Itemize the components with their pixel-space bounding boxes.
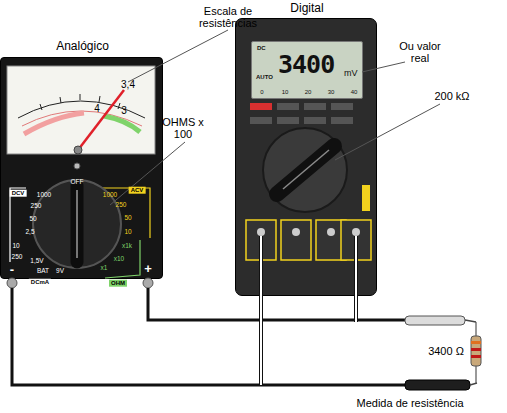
scale-tick	[60, 97, 61, 103]
button	[331, 117, 353, 124]
knob-pointer	[76, 190, 78, 258]
resistor-lead	[475, 322, 476, 383]
button	[304, 117, 326, 124]
test-lead-wire	[354, 236, 358, 322]
range-dial	[263, 128, 347, 212]
button	[250, 117, 272, 124]
test-lead-wire	[260, 236, 262, 385]
resistor-symbol	[471, 336, 481, 366]
lcd-display: DC 3400 mV AUTO	[251, 41, 363, 99]
meter-title: Digital	[236, 2, 378, 15]
callout-text: OHMS x 100	[161, 116, 205, 140]
scale-tick	[118, 103, 120, 109]
meter-face	[7, 66, 155, 154]
dial-knob	[277, 146, 334, 194]
jack-hole	[292, 228, 300, 236]
scale-tick	[99, 96, 100, 102]
button	[331, 103, 353, 110]
unit-indicator: mV	[344, 69, 358, 79]
leader-line	[110, 142, 185, 205]
mode-indicator: AUTO	[256, 74, 273, 81]
leader-line	[128, 30, 228, 82]
resistor-band	[471, 355, 481, 358]
probe-tip	[465, 320, 476, 322]
knob-pointer	[283, 150, 329, 189]
input-jack	[281, 220, 311, 260]
test-probe	[405, 380, 470, 390]
button	[250, 103, 272, 110]
scale-arc	[18, 101, 145, 118]
input-jack	[341, 220, 371, 260]
zero-adjust	[74, 163, 80, 169]
red-band	[24, 113, 84, 134]
terminal-jack	[143, 278, 153, 288]
button	[304, 103, 326, 110]
acv-bracket	[100, 188, 150, 238]
scale-tick	[80, 94, 81, 100]
digital-meter-body: DigitalDC3400mVAUTO	[235, 18, 377, 296]
mode-indicator: DC	[257, 45, 266, 52]
jack-hole	[352, 228, 360, 236]
test-lead-wire	[355, 236, 357, 322]
range-group-label: DCmA	[29, 279, 51, 286]
display-reading: 3400	[278, 51, 334, 79]
resistor-band	[471, 348, 481, 351]
analog-meter-body: Analógico	[0, 57, 163, 279]
input-jack	[246, 220, 276, 260]
dial-knob	[71, 186, 84, 262]
test-lead-wire	[259, 236, 263, 385]
jack-hole	[257, 228, 265, 236]
jack-hole	[327, 228, 335, 236]
needle	[78, 90, 124, 150]
scale-arc	[22, 111, 142, 126]
ohm-bracket	[105, 240, 140, 278]
meter-title: Analógico	[1, 40, 164, 53]
button	[277, 103, 299, 110]
warning-tab	[362, 185, 370, 211]
button	[277, 117, 299, 124]
range-group-label: OHM	[109, 280, 127, 287]
test-lead-wire	[12, 288, 405, 385]
dcv-bracket	[10, 188, 26, 262]
caption-text: Medida de resistência	[356, 397, 463, 409]
scale-tick	[40, 104, 42, 110]
callout-text: 200 kΩ	[434, 90, 469, 102]
terminal-jack	[7, 278, 17, 288]
input-jack	[316, 220, 346, 260]
callout-text: Ou valor real	[395, 40, 445, 64]
leader-line	[335, 104, 440, 160]
range-dial	[33, 180, 121, 268]
probe-tip	[470, 383, 477, 385]
needle-pivot	[74, 146, 82, 154]
test-probe	[405, 316, 465, 325]
leader-line	[362, 62, 405, 72]
resistor-band	[471, 341, 481, 344]
value-label: 3400 Ω	[428, 345, 464, 357]
green-band	[104, 116, 140, 132]
test-lead-wire	[148, 288, 405, 320]
